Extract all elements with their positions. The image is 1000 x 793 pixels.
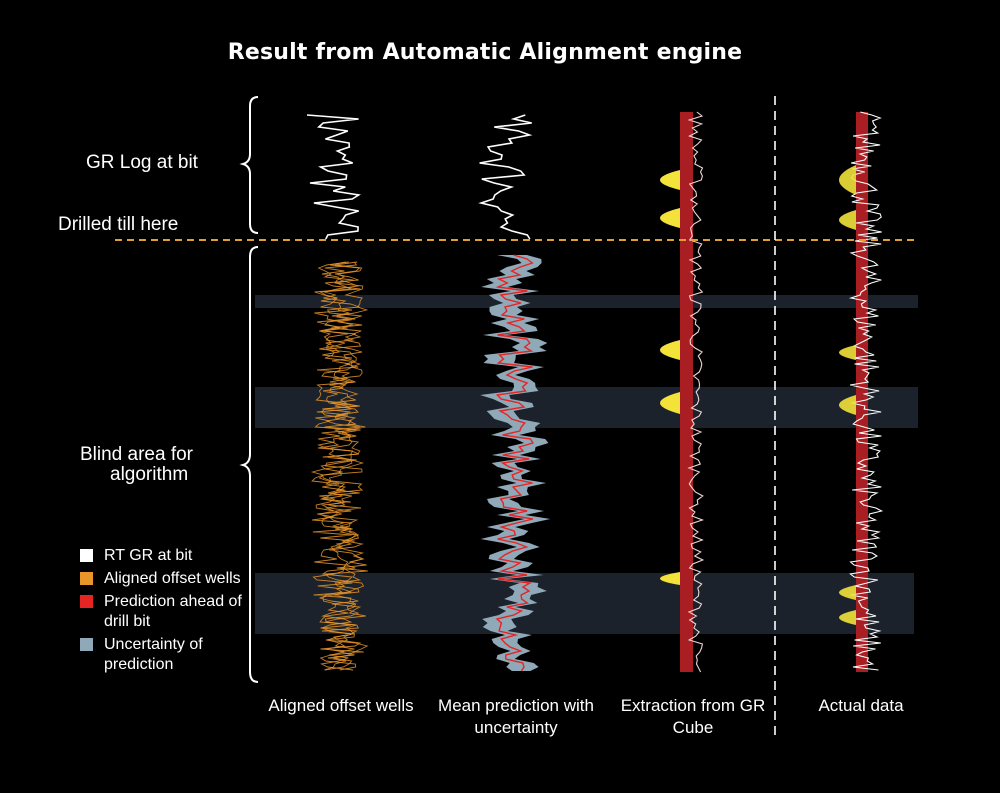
legend: RT GR at bit Aligned offset wells Predic…: [80, 546, 264, 678]
gr-log-label: GR Log at bit: [86, 152, 198, 173]
legend-swatch-orange: [80, 572, 93, 585]
legend-label: Aligned offset wells: [104, 570, 241, 587]
blind-area-label-line2: algorithm: [110, 464, 189, 485]
blind-area-brace: [239, 246, 259, 683]
cube-extraction-trace: [687, 111, 705, 673]
highlight-bands: [255, 295, 918, 634]
column-label-mean-prediction: Mean prediction with uncertainty: [438, 696, 594, 737]
legend-label: RT GR at bit: [104, 547, 193, 564]
column-label-aligned-offset: Aligned offset wells: [268, 696, 414, 715]
actual-data-column: [856, 112, 868, 672]
legend-swatch-red: [80, 595, 93, 608]
legend-swatch-white: [80, 549, 93, 562]
high-gr-fill: [660, 340, 680, 360]
high-gr-fill: [839, 165, 856, 195]
legend-item-prediction: Prediction ahead of drill bit: [80, 592, 264, 632]
actual-gr-trace: [848, 111, 884, 671]
highlight-band: [255, 295, 918, 308]
drilled-till-here-label: Drilled till here: [58, 214, 179, 235]
high-gr-fill: [660, 572, 680, 585]
rt-gr-trace: [478, 114, 533, 240]
uncertainty-band: [480, 255, 551, 671]
legend-item-uncertainty: Uncertainty of prediction: [80, 635, 264, 675]
offset-well-trace: [318, 261, 365, 671]
highlight-band: [255, 573, 914, 634]
diagram-title: Result from Automatic Alignment engine: [227, 40, 743, 65]
highlight-band: [255, 387, 918, 428]
legend-swatch-blue-grey: [80, 638, 93, 651]
offset-well-trace: [324, 261, 369, 671]
high-gr-fill: [839, 585, 856, 600]
gr-cube-column: [680, 112, 693, 672]
high-gr-fill: [660, 208, 680, 228]
overlay-lines: [115, 96, 918, 735]
high-gr-fill: [660, 392, 680, 414]
column-label-actual-data: Actual data: [818, 696, 904, 715]
legend-item-rt-gr: RT GR at bit: [80, 546, 264, 566]
high-gr-fill: [660, 170, 680, 190]
high-gr-fill: [839, 395, 856, 415]
column-label-gr-cube: Extraction from GR Cube: [620, 696, 766, 737]
log-traces: [306, 111, 884, 673]
high-gr-fill: [839, 210, 856, 230]
legend-item-aligned-offset: Aligned offset wells: [80, 569, 264, 589]
high-gr-fill: [839, 610, 856, 625]
mean-prediction-trace: [495, 254, 534, 672]
rt-gr-trace: [306, 114, 361, 240]
blind-area-label-line1: Blind area for: [80, 444, 194, 465]
legend-label: Uncertainty of prediction: [104, 636, 203, 673]
legend-label: Prediction ahead of drill bit: [104, 593, 242, 630]
high-gr-fill: [839, 345, 856, 360]
gr-log-brace: [239, 96, 259, 234]
